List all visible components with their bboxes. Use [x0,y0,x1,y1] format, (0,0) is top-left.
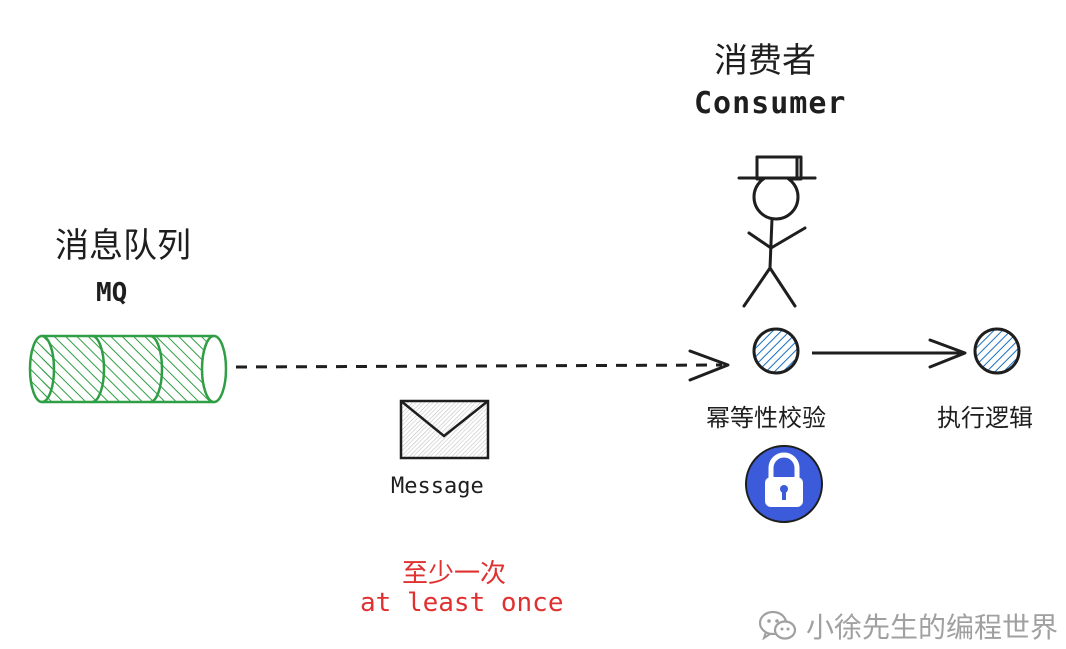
mq-subtitle: MQ [96,278,128,308]
delivery-cn-label: 至少一次 [402,559,507,589]
consumer-title: 消费者 [714,41,816,81]
idempotency-label: 幂等性校验 [706,404,826,432]
consumer-subtitle: Consumer [694,86,847,121]
execute-node [973,327,1021,375]
execute-arrow [812,338,967,369]
message-label: Message [391,474,484,499]
stick-figure-icon [737,155,817,308]
mq-title: 消息队列 [55,226,191,266]
watermark-text: 小徐先生的编程世界 [806,611,1059,644]
watermark: 小徐先生的编程世界 [758,606,1058,646]
queue-cylinder [28,334,228,404]
delivery-arrow [235,349,730,382]
envelope-icon [399,399,490,460]
idempotency-node [752,327,800,375]
wechat-icon [758,610,797,641]
delivery-en-label: at least once [360,588,564,618]
lock-icon [745,445,823,523]
execute-label: 执行逻辑 [937,404,1033,432]
